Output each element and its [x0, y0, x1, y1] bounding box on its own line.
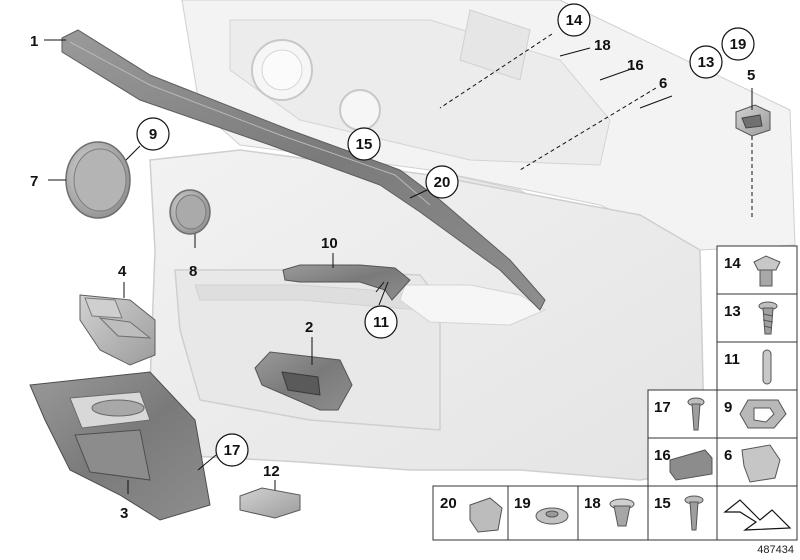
bracket-16-icon — [669, 449, 713, 481]
callout-2: 2 — [305, 319, 313, 336]
leader-lines — [44, 33, 753, 494]
door-handle-part-10 — [282, 264, 411, 301]
svg-text:17: 17 — [224, 442, 241, 459]
legend-label-6: 6 — [724, 447, 732, 464]
plain-callouts: 1 7 4 8 3 2 10 12 5 18 16 6 — [30, 33, 755, 522]
svg-text:15: 15 — [356, 136, 373, 153]
callout-12: 12 — [263, 463, 280, 480]
callout-6: 6 — [659, 75, 667, 92]
screw-15-icon — [684, 495, 704, 531]
svg-text:11: 11 — [373, 314, 389, 331]
callout-14-circled: 14 — [557, 3, 591, 37]
legend-label-11: 11 — [724, 351, 740, 368]
legend-label-17: 17 — [654, 399, 671, 416]
circled-callouts: 9 15 20 11 17 14 13 19 — [136, 3, 755, 467]
callout-19-circled: 19 — [721, 27, 755, 61]
callout-7: 7 — [30, 173, 38, 190]
tweeter-cover-part-8 — [169, 189, 211, 235]
spring-clip-6-icon — [741, 444, 781, 483]
storage-tray-part-4 — [79, 294, 156, 366]
screw-13-icon — [758, 301, 778, 335]
callout-10: 10 — [321, 235, 338, 252]
legend-label-15: 15 — [654, 495, 671, 512]
legend-label-14: 14 — [724, 255, 741, 272]
callout-8: 8 — [189, 263, 197, 280]
speaker-cover-part-7 — [65, 141, 131, 219]
expanding-nut-14-icon — [753, 255, 781, 287]
callout-11-circled: 11 — [364, 305, 398, 339]
svg-text:9: 9 — [149, 126, 157, 143]
screw-17-icon — [687, 397, 705, 431]
door-carrier-panel — [181, 0, 796, 251]
clip-part-5 — [735, 104, 771, 137]
legend-labels: 14 13 11 17 9 16 6 20 19 18 15 — [440, 255, 741, 512]
callout-20-circled: 20 — [425, 165, 459, 199]
svg-text:13: 13 — [698, 54, 715, 71]
callout-13-circled: 13 — [689, 45, 723, 79]
callout-9-circled: 9 — [136, 117, 170, 151]
legend-label-13: 13 — [724, 303, 741, 320]
callout-1: 1 — [30, 33, 38, 50]
nut-19-icon — [535, 507, 569, 525]
push-clip-18-icon — [609, 498, 635, 527]
svg-text:14: 14 — [566, 12, 583, 29]
svg-text:20: 20 — [434, 174, 451, 191]
diagram-reference-number: 487434 — [757, 544, 794, 556]
trim-strip-part-1 — [61, 29, 546, 311]
pin-11-icon — [762, 349, 772, 385]
callout-16: 16 — [627, 57, 644, 74]
fastener-legend — [432, 245, 798, 541]
callout-5: 5 — [747, 67, 755, 84]
legend-icons — [469, 255, 792, 533]
callout-4: 4 — [118, 263, 127, 280]
switch-panel-part-2 — [254, 351, 353, 411]
speaker-opening-lower — [339, 89, 381, 131]
clip-9-icon — [739, 399, 787, 429]
legend-label-19: 19 — [514, 495, 531, 512]
callout-17-circled: 17 — [215, 433, 249, 467]
callout-3: 3 — [120, 505, 128, 522]
svg-text:19: 19 — [730, 36, 747, 53]
armrest-part-3 — [29, 371, 211, 521]
legend-label-20: 20 — [440, 495, 457, 512]
legend-label-16: 16 — [654, 447, 671, 464]
cover-part-12 — [239, 487, 301, 519]
callout-18: 18 — [594, 37, 611, 54]
clip-20-icon — [469, 497, 503, 533]
legend-label-9: 9 — [724, 399, 732, 416]
legend-label-18: 18 — [584, 495, 601, 512]
direction-arrow-icon — [723, 499, 792, 531]
callout-15-circled: 15 — [347, 127, 381, 161]
